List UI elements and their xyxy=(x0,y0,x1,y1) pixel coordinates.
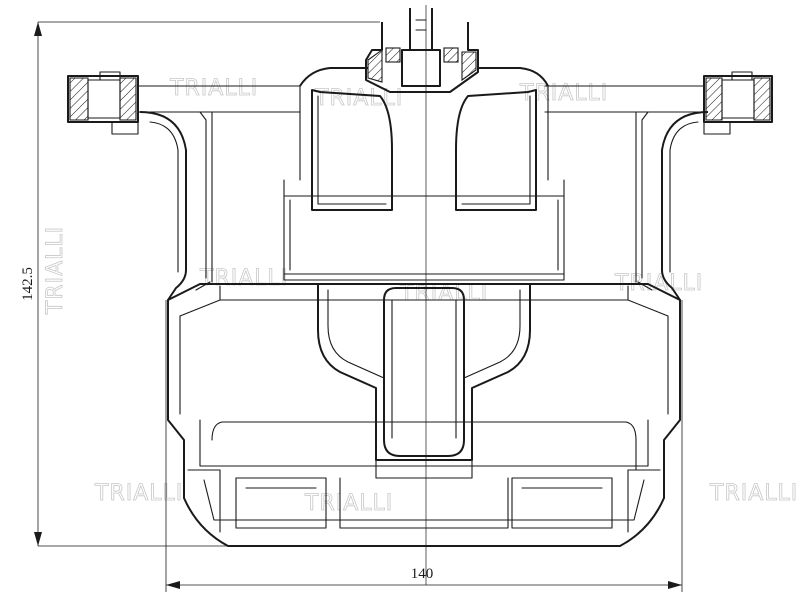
height-dimension: 142.5 xyxy=(20,21,380,547)
upper-housing xyxy=(283,67,565,281)
left-mounting-ear xyxy=(67,71,301,135)
watermark-top-center: TRIALLI xyxy=(314,86,403,111)
central-window xyxy=(317,284,531,529)
watermark-top-right: TRIALLI xyxy=(519,81,608,106)
watermark-bottom-left: TRIALLI xyxy=(94,481,183,506)
height-dimension-label: 142.5 xyxy=(20,267,36,301)
side-arms xyxy=(139,111,709,301)
watermark-bottom-right: TRIALLI xyxy=(709,481,798,506)
bleeder-bracket xyxy=(365,8,479,93)
watermark-mid-left: TRIALLI xyxy=(199,266,288,291)
width-dimension-label: 140 xyxy=(411,566,434,582)
watermark-bottom-center: TRIALLI xyxy=(304,491,393,516)
watermark-top-left: TRIALLI xyxy=(169,76,258,101)
width-dimension: 140 xyxy=(165,300,683,592)
lower-body xyxy=(167,281,681,547)
right-mounting-ear xyxy=(544,71,773,135)
watermark-group: TRIALLI TRIALLI TRIALLI TRIALLI TRIALLI … xyxy=(43,76,798,517)
watermark-left: TRIALLI xyxy=(43,226,68,315)
